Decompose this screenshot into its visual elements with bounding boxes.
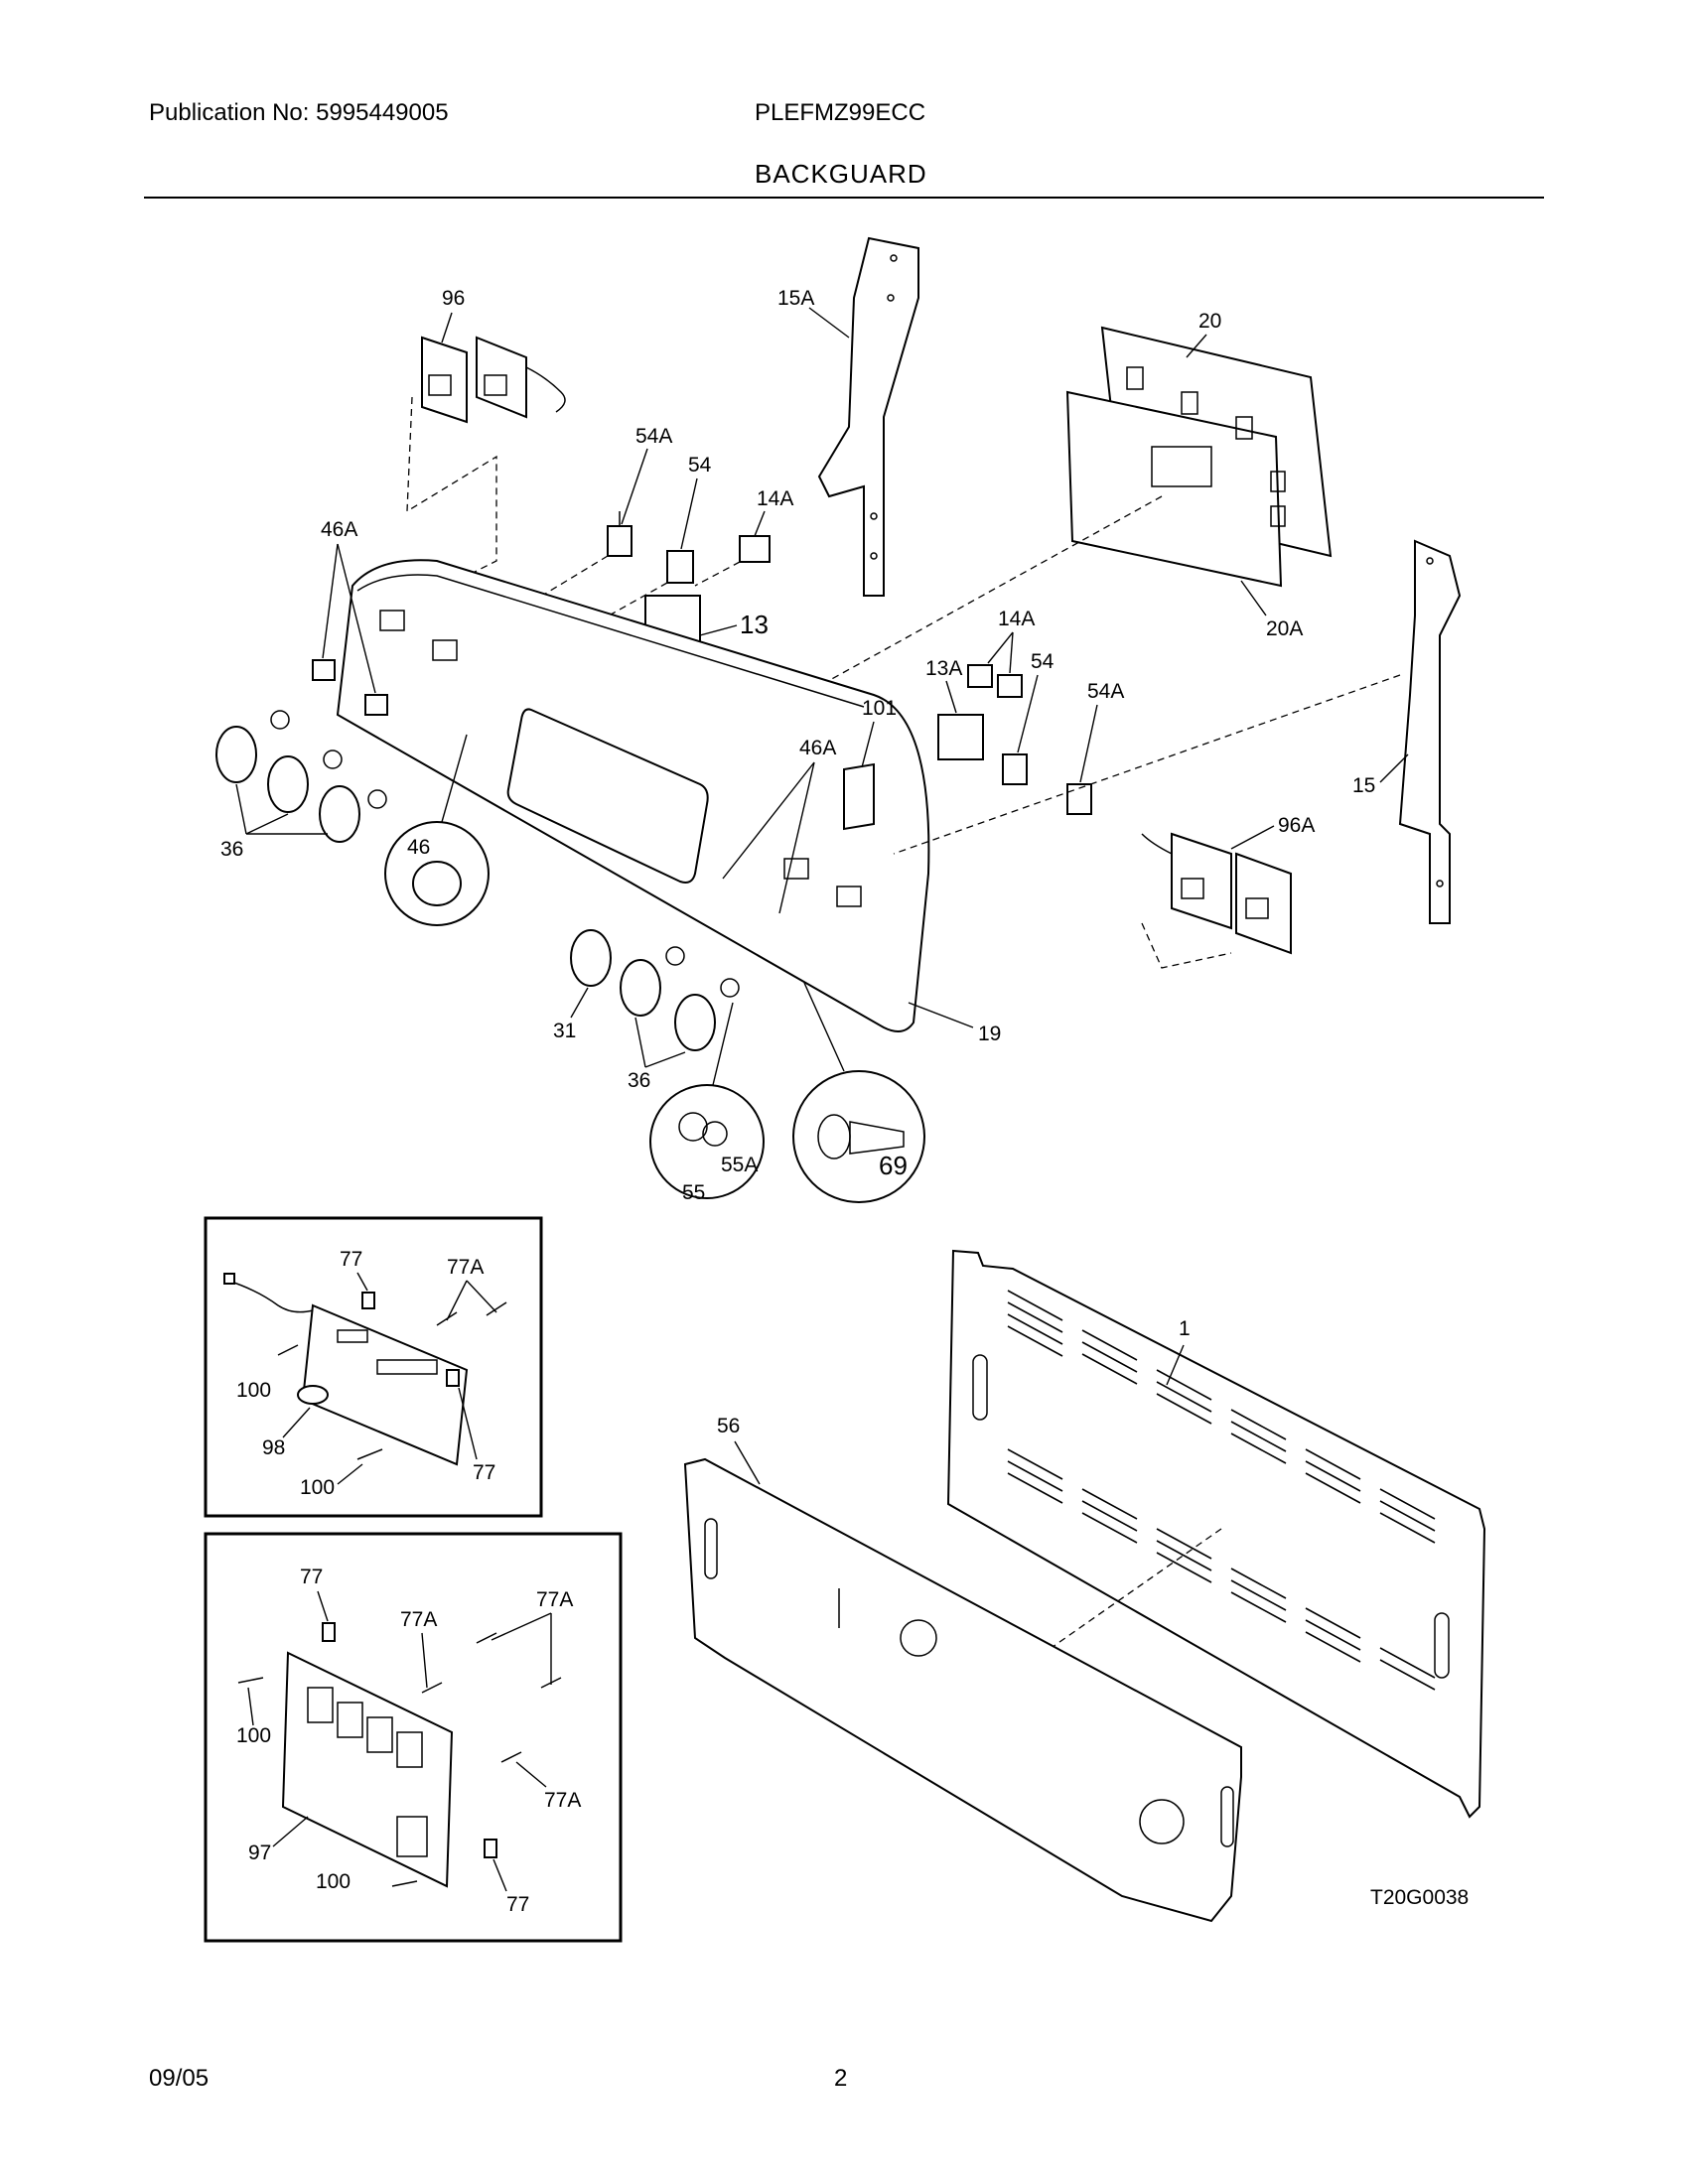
part-77-bottom-standoff [446, 1369, 460, 1387]
part-56-lower-panel [683, 1457, 1242, 1923]
publication-number: Publication No: 5995449005 [149, 99, 449, 126]
inset1-callout-98: 98 [262, 1436, 285, 1459]
callout-46: 46 [407, 836, 430, 859]
inset2-callout-77A-left: 77A [400, 1608, 437, 1631]
part-13A-switch [937, 714, 984, 760]
part-14A-top-switch [694, 535, 771, 587]
callout-69: 69 [879, 1151, 908, 1180]
part-100-left-screw-2 [237, 1677, 264, 1684]
inset1-callout-77-top: 77 [340, 1248, 362, 1271]
part-77-top-standoff-2 [322, 1622, 336, 1642]
part-96A-board [1141, 832, 1292, 969]
inset-board-98 [204, 1216, 543, 1518]
callout-55A: 55A [721, 1154, 758, 1176]
section-title: BACKGUARD [755, 159, 927, 189]
callout-31: 31 [553, 1020, 576, 1042]
part-19-backguard-panel [336, 559, 930, 1032]
callout-20A: 20A [1266, 617, 1303, 640]
callout-1: 1 [1179, 1317, 1191, 1340]
callout-55: 55 [682, 1181, 705, 1204]
part-54A-mid-switch [1066, 783, 1092, 815]
part-46A-left-clips [312, 659, 388, 716]
part-1-rear-panel [946, 1249, 1486, 1819]
part-98-board [223, 1273, 469, 1466]
publication-date: 09/05 [149, 2065, 210, 2092]
inset2-callout-97: 97 [248, 1842, 271, 1864]
callout-46A-mid: 46A [799, 737, 836, 759]
callout-15A: 15A [777, 287, 814, 310]
part-20-controller [605, 326, 1333, 805]
callout-54-top: 54 [688, 454, 712, 477]
inset2-callout-77A-right: 77A [536, 1588, 573, 1611]
part-101-bracket [843, 762, 875, 831]
part-100-bottom-screw [356, 1448, 383, 1460]
callout-15: 15 [1352, 774, 1375, 797]
part-77A-clips [436, 1301, 507, 1326]
part-96-board [406, 336, 566, 587]
inset2-callout-100-bottom: 100 [316, 1870, 351, 1893]
part-100-bottom-screw-2 [391, 1880, 418, 1887]
callout-96: 96 [442, 287, 465, 310]
callout-13: 13 [740, 610, 769, 639]
detail-69-circle [792, 982, 925, 1203]
part-15-bracket [893, 539, 1462, 924]
callout-101: 101 [862, 697, 897, 720]
detail-46-circle [384, 734, 490, 926]
page-number: 2 [834, 2065, 848, 2092]
part-100-left-screw [277, 1344, 299, 1356]
inset1-callout-77A: 77A [447, 1256, 484, 1279]
part-77-bottom-standoff-2 [484, 1839, 497, 1858]
figure-code: T20G0038 [1370, 1886, 1469, 1909]
callout-54-mid: 54 [1031, 650, 1055, 673]
inset2-callout-77-top: 77 [300, 1566, 323, 1588]
callout-36-bottom: 36 [628, 1069, 650, 1092]
inset2-callout-77A-mid: 77A [544, 1789, 581, 1812]
callout-14A-top: 14A [757, 487, 793, 510]
callout-56: 56 [717, 1415, 740, 1437]
inset2-callout-100-left: 100 [236, 1724, 271, 1747]
inset1-callout-100-bottom: 100 [300, 1476, 335, 1499]
callout-19: 19 [978, 1023, 1001, 1045]
part-54-mid-switch [1002, 753, 1028, 785]
inset-board-97 [204, 1532, 623, 1943]
part-14A-mid-switches [967, 664, 1023, 698]
part-77-top-standoff [361, 1292, 375, 1309]
part-36-bottom-knobs [620, 946, 740, 1051]
callout-13A: 13A [925, 657, 962, 680]
part-97-board [281, 1651, 454, 1888]
model-number: PLEFMZ99ECC [755, 99, 926, 126]
detail-55-circle [649, 1002, 765, 1199]
part-36-left-knobs [215, 710, 387, 843]
part-15A-bracket [817, 236, 919, 597]
callout-54A-top: 54A [635, 425, 672, 448]
callout-46A-left: 46A [321, 518, 357, 541]
inset1-callout-77-bottom: 77 [473, 1461, 495, 1484]
inset2-callout-77-bottom: 77 [506, 1893, 529, 1916]
callout-20: 20 [1198, 310, 1221, 333]
inset1-callout-100-left: 100 [236, 1379, 271, 1402]
callout-14A-mid: 14A [998, 608, 1035, 630]
header-rule [144, 197, 1544, 199]
callout-36-left: 36 [220, 838, 243, 861]
callout-96A: 96A [1278, 814, 1315, 837]
callout-54A-mid: 54A [1087, 680, 1124, 703]
part-31-knob [570, 929, 612, 987]
